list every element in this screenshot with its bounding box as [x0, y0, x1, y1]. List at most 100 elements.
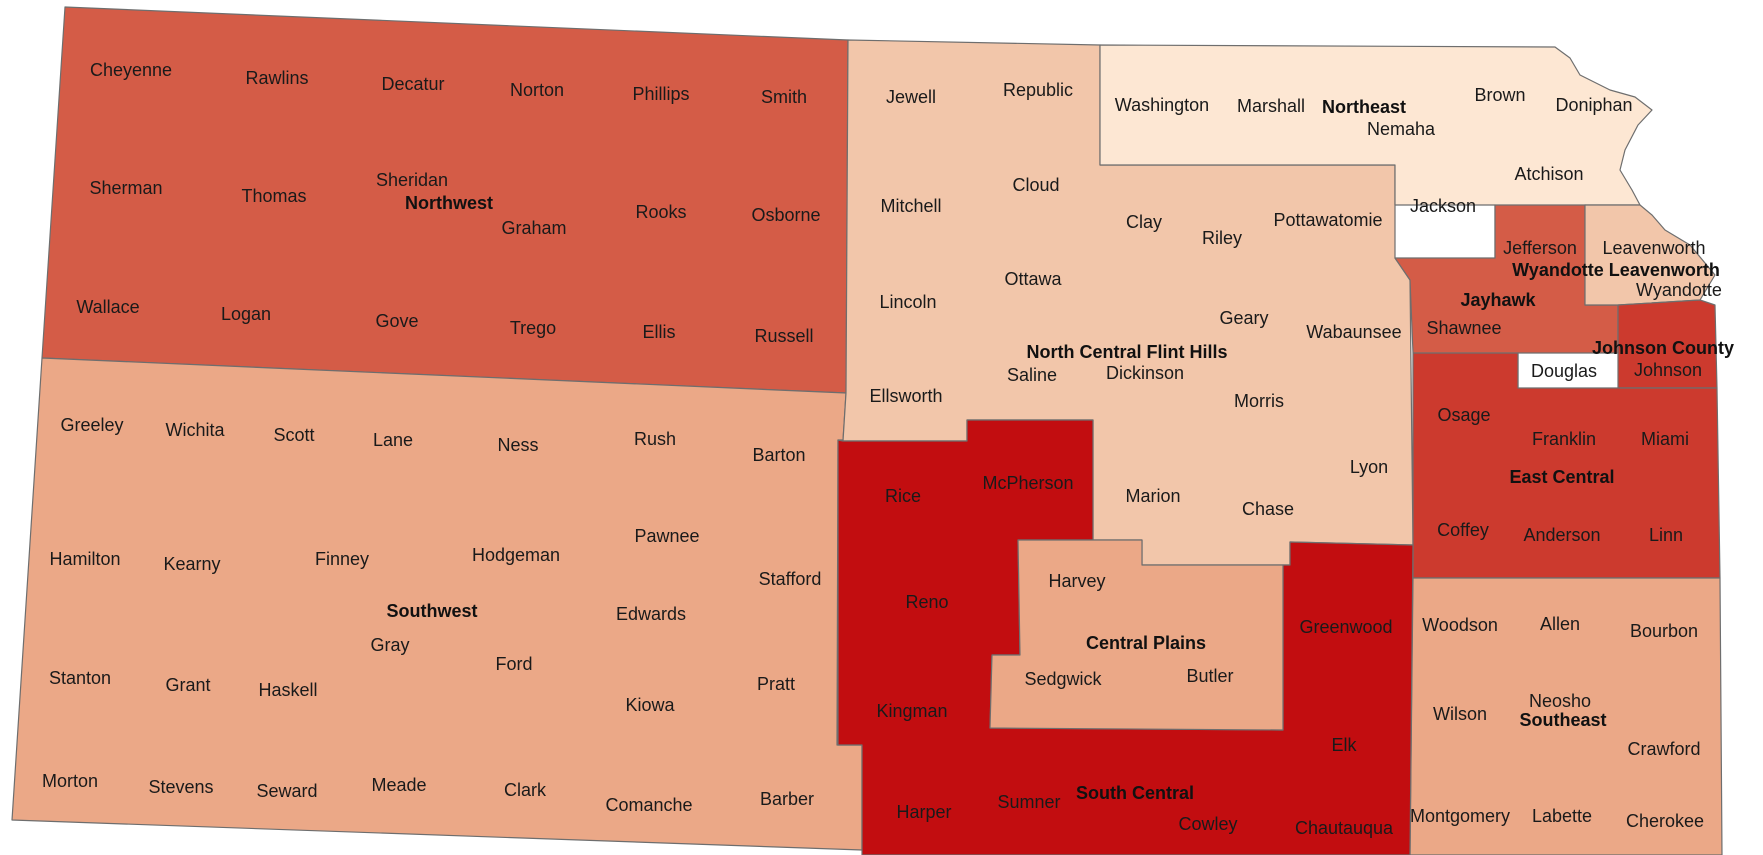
- county-label-cloud: Cloud: [1012, 175, 1059, 195]
- county-label-wabaunsee: Wabaunsee: [1306, 322, 1401, 342]
- county-label-shawnee: Shawnee: [1426, 318, 1501, 338]
- county-label-finney: Finney: [315, 549, 369, 569]
- county-label-anderson: Anderson: [1523, 525, 1600, 545]
- county-label-lane: Lane: [373, 430, 413, 450]
- county-label-gove: Gove: [375, 311, 418, 331]
- region-shape-johnson-county[interactable]: [1617, 299, 1718, 389]
- county-label-greenwood: Greenwood: [1299, 617, 1392, 637]
- county-label-cherokee: Cherokee: [1626, 811, 1704, 831]
- county-label-sedgwick: Sedgwick: [1024, 669, 1102, 689]
- county-label-pawnee: Pawnee: [634, 526, 699, 546]
- county-label-clay: Clay: [1126, 212, 1162, 232]
- county-label-sherman: Sherman: [89, 178, 162, 198]
- region-shape-central-plains[interactable]: [989, 539, 1284, 731]
- county-label-geary: Geary: [1219, 308, 1268, 328]
- county-label-cheyenne: Cheyenne: [90, 60, 172, 80]
- county-label-woodson: Woodson: [1422, 615, 1498, 635]
- county-label-greeley: Greeley: [60, 415, 123, 435]
- region-label-johnson-county: Johnson County: [1592, 338, 1734, 358]
- region-label-southeast: Southeast: [1519, 710, 1606, 730]
- county-label-jefferson: Jefferson: [1503, 238, 1577, 258]
- county-label-lincoln: Lincoln: [879, 292, 936, 312]
- county-label-marshall: Marshall: [1237, 96, 1305, 116]
- county-label-allen: Allen: [1540, 614, 1580, 634]
- county-label-wichita: Wichita: [165, 420, 225, 440]
- county-label-elk: Elk: [1331, 735, 1357, 755]
- county-label-russell: Russell: [754, 326, 813, 346]
- county-label-stanton: Stanton: [49, 668, 111, 688]
- region-label-southwest: Southwest: [386, 601, 477, 621]
- county-label-republic: Republic: [1003, 80, 1073, 100]
- county-label-pottawatomie: Pottawatomie: [1273, 210, 1382, 230]
- county-label-coffey: Coffey: [1437, 520, 1489, 540]
- county-label-linn: Linn: [1649, 525, 1683, 545]
- county-label-atchison: Atchison: [1514, 164, 1583, 184]
- county-label-pratt: Pratt: [757, 674, 795, 694]
- county-label-stevens: Stevens: [148, 777, 213, 797]
- county-label-mitchell: Mitchell: [880, 196, 941, 216]
- county-label-ness: Ness: [497, 435, 538, 455]
- county-label-haskell: Haskell: [258, 680, 317, 700]
- county-label-miami: Miami: [1641, 429, 1689, 449]
- county-label-marion: Marion: [1125, 486, 1180, 506]
- region-label-northwest: Northwest: [405, 193, 493, 213]
- county-label-labette: Labette: [1532, 806, 1592, 826]
- county-label-crawford: Crawford: [1627, 739, 1700, 759]
- county-label-bourbon: Bourbon: [1630, 621, 1698, 641]
- county-label-stafford: Stafford: [759, 569, 822, 589]
- county-label-gray: Gray: [370, 635, 409, 655]
- county-label-kingman: Kingman: [876, 701, 947, 721]
- county-label-norton: Norton: [510, 80, 564, 100]
- county-label-montgomery: Montgomery: [1410, 806, 1510, 826]
- county-label-harvey: Harvey: [1048, 571, 1105, 591]
- county-label-wilson: Wilson: [1433, 704, 1487, 724]
- county-label-osage: Osage: [1437, 405, 1490, 425]
- county-label-douglas: Douglas: [1531, 361, 1597, 381]
- region-labels: Northwest North Central Flint Hills Nort…: [386, 97, 1734, 803]
- county-label-ottawa: Ottawa: [1004, 269, 1062, 289]
- county-label-meade: Meade: [371, 775, 426, 795]
- region-label-central-plains: Central Plains: [1086, 633, 1206, 653]
- county-label-rooks: Rooks: [635, 202, 686, 222]
- county-label-sumner: Sumner: [997, 792, 1060, 812]
- county-label-butler: Butler: [1186, 666, 1233, 686]
- county-label-thomas: Thomas: [241, 186, 306, 206]
- county-label-wyandotte: Wyandotte: [1636, 280, 1722, 300]
- county-label-sheridan: Sheridan: [376, 170, 448, 190]
- county-label-rawlins: Rawlins: [245, 68, 308, 88]
- county-label-leavenworth: Leavenworth: [1602, 238, 1705, 258]
- region-label-north-central-flint-hills: North Central Flint Hills: [1026, 342, 1227, 362]
- region-label-jayhawk: Jayhawk: [1460, 290, 1536, 310]
- county-label-doniphan: Doniphan: [1555, 95, 1632, 115]
- county-label-ford: Ford: [495, 654, 532, 674]
- county-label-barber: Barber: [760, 789, 814, 809]
- region-label-east-central: East Central: [1509, 467, 1614, 487]
- region-label-northeast: Northeast: [1322, 97, 1406, 117]
- county-label-scott: Scott: [273, 425, 314, 445]
- county-label-reno: Reno: [905, 592, 948, 612]
- county-label-nemaha: Nemaha: [1367, 119, 1436, 139]
- county-label-dickinson: Dickinson: [1106, 363, 1184, 383]
- county-label-seward: Seward: [256, 781, 317, 801]
- region-label-south-central: South Central: [1076, 783, 1194, 803]
- county-label-kearny: Kearny: [163, 554, 220, 574]
- county-label-clark: Clark: [504, 780, 547, 800]
- county-label-jackson: Jackson: [1410, 196, 1476, 216]
- county-label-wallace: Wallace: [76, 297, 139, 317]
- county-label-edwards: Edwards: [616, 604, 686, 624]
- county-label-chautauqua: Chautauqua: [1295, 818, 1394, 838]
- county-label-riley: Riley: [1202, 228, 1242, 248]
- county-label-hamilton: Hamilton: [49, 549, 120, 569]
- county-label-washington: Washington: [1115, 95, 1209, 115]
- county-label-comanche: Comanche: [605, 795, 692, 815]
- region-shape-wyandotte-leavenworth[interactable]: [1584, 204, 1716, 306]
- county-label-johnson: Johnson: [1634, 360, 1702, 380]
- county-label-chase: Chase: [1242, 499, 1294, 519]
- county-label-morton: Morton: [42, 771, 98, 791]
- county-label-smith: Smith: [761, 87, 807, 107]
- county-labels: Cheyenne Rawlins Decatur Norton Phillips…: [42, 60, 1722, 838]
- county-label-grant: Grant: [165, 675, 210, 695]
- county-label-neosho: Neosho: [1529, 691, 1591, 711]
- county-label-saline: Saline: [1007, 365, 1057, 385]
